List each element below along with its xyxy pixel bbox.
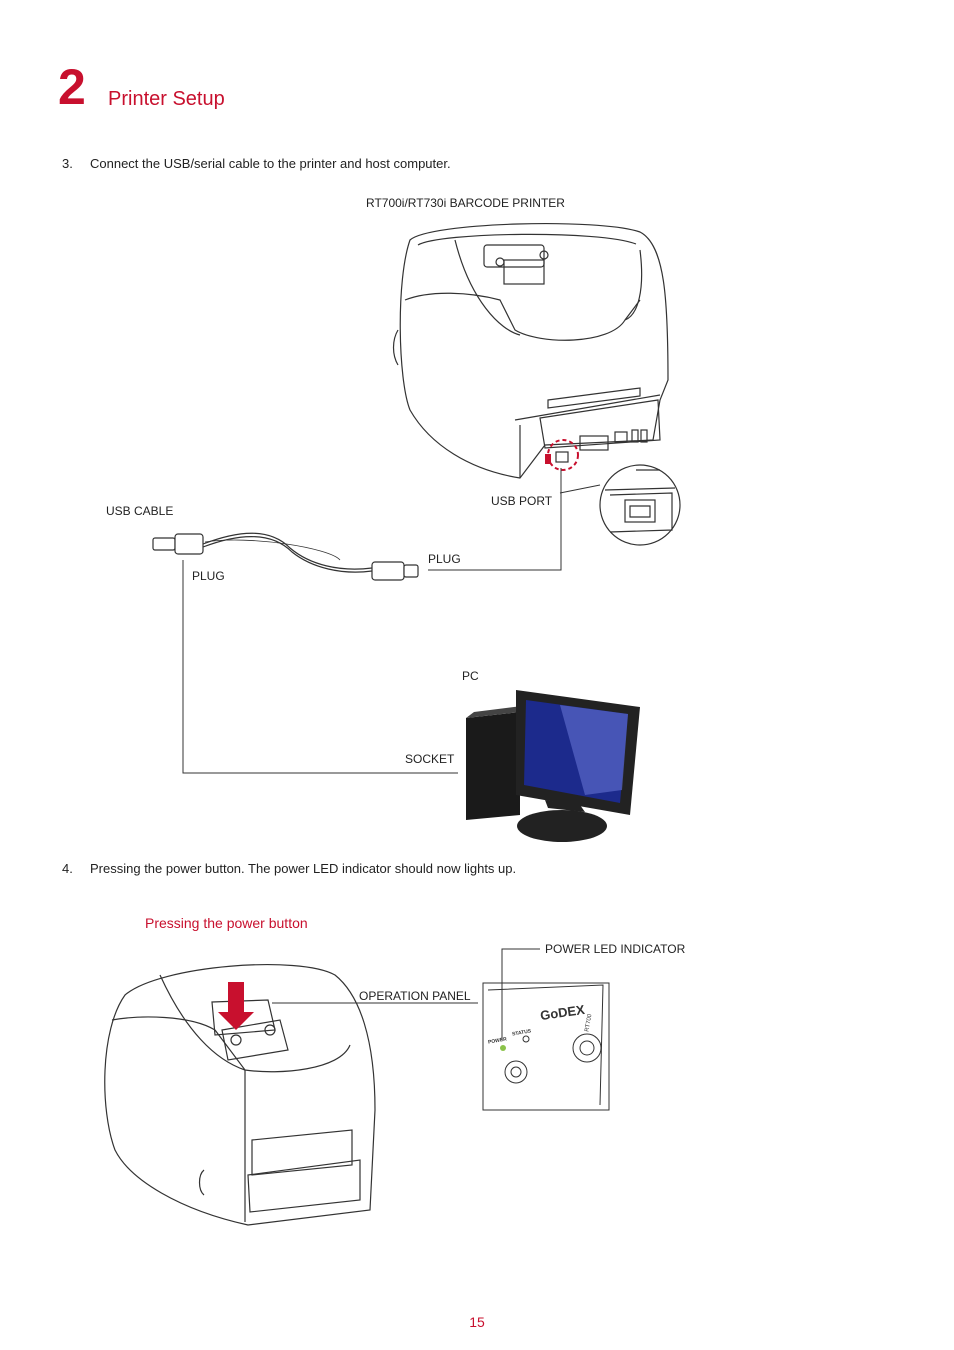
barcode-printer-illustration (392, 223, 669, 479)
printer-power-illustration (104, 964, 376, 1226)
step-3-number: 3. (62, 156, 73, 171)
step-3: 3. Connect the USB/serial cable to the pr… (62, 156, 451, 171)
pc-label: PC (462, 669, 479, 683)
plug-right-label: PLUG (428, 552, 461, 566)
operation-panel-label: OPERATION PANEL (359, 989, 471, 1003)
power-led-label: POWER LED INDICATOR (545, 942, 686, 956)
pc-monitor-illustration (466, 690, 640, 842)
step-4: 4. Pressing the power button. The power L… (62, 861, 516, 876)
panel-callout-lines (272, 948, 540, 1040)
plug-left-label: PLUG (192, 569, 225, 583)
socket-label: SOCKET (405, 752, 455, 766)
step-3-text: Connect the USB/serial cable to the prin… (90, 156, 451, 171)
usb-port-zoom (599, 464, 681, 546)
usb-port-label: USB PORT (491, 494, 553, 508)
usb-cable-label: USB CABLE (106, 504, 174, 518)
step-4-number: 4. (62, 861, 73, 876)
chapter-number: 2 (58, 59, 86, 115)
power-button-caption: Pressing the power button (145, 915, 308, 931)
connector-lines (182, 468, 601, 774)
usb-cable-illustration (152, 532, 419, 581)
power-led-icon (500, 1045, 506, 1051)
chapter-title: Printer Setup (108, 88, 225, 110)
page-number: 15 (469, 1314, 485, 1330)
printer-label: RT700i/RT730i BARCODE PRINTER (366, 196, 565, 210)
step-4-text: Pressing the power button. The power LED… (90, 861, 517, 876)
down-arrow-icon (218, 982, 254, 1030)
